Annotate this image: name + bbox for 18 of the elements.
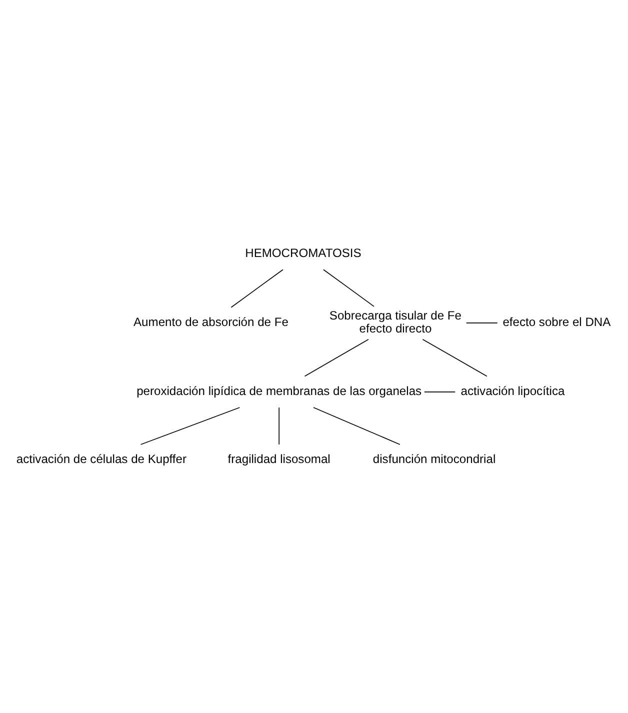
node-text: peroxidación lipídica de membranas de las organelas — [136, 384, 422, 398]
connector — [230, 268, 284, 308]
node-text: activación de células de Kupffer — [16, 452, 187, 466]
node-text: fragilidad lisosomal — [228, 452, 330, 466]
connector — [323, 268, 374, 306]
connector — [422, 338, 488, 376]
node-text: HEMOCROMATOSIS — [245, 246, 362, 260]
connector — [466, 322, 498, 323]
connector — [304, 338, 369, 376]
node-text: Sobrecarga tisular de Fe efecto directo — [329, 308, 462, 336]
connector — [313, 406, 400, 444]
connector — [278, 406, 280, 444]
node-text: disfunción mitocondrial — [372, 452, 496, 466]
node-text: Aumento de absorción de Fe — [134, 314, 288, 329]
connector — [140, 406, 240, 444]
node-text: efecto sobre el DNA — [502, 314, 611, 329]
connector — [424, 391, 456, 392]
node-text: activación lipocítica — [460, 384, 565, 398]
